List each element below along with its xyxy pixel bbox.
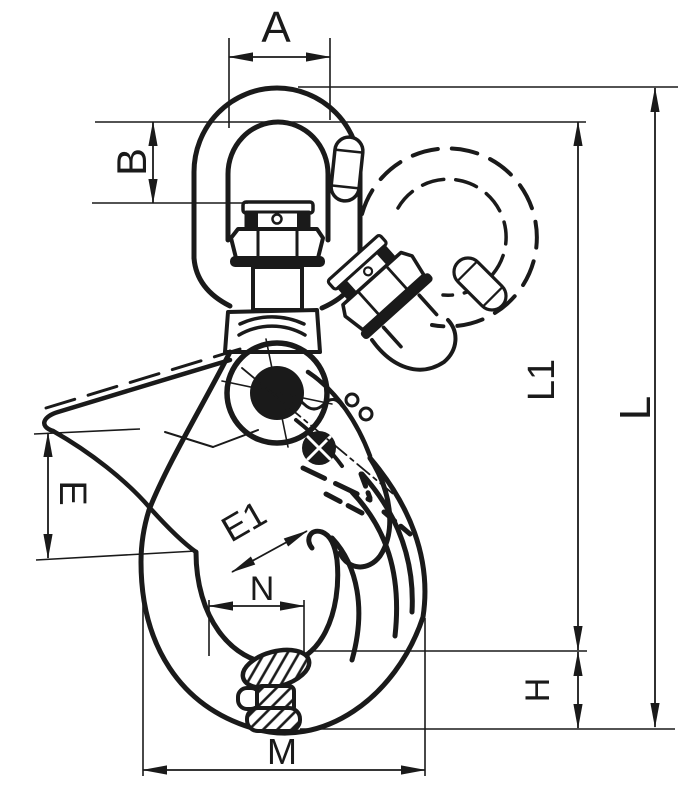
dim-label-b: B xyxy=(108,148,155,176)
dim-label-h: H xyxy=(519,678,557,703)
dim-label-l: L xyxy=(611,396,660,420)
hook-body xyxy=(42,347,428,736)
latch-pivot xyxy=(221,338,333,448)
dim-label-a: A xyxy=(261,3,291,52)
dim-label-e1: E1 xyxy=(214,492,273,550)
hook-part-outlines xyxy=(42,85,539,736)
dimension-labels: A B E E1 N M H L1 L xyxy=(51,3,660,772)
dim-line-e1 xyxy=(231,530,308,573)
ghost-eye-slot xyxy=(452,256,508,312)
dimension-lines xyxy=(43,52,660,775)
ghost-rotated-eye xyxy=(326,146,539,372)
eye-slot xyxy=(329,135,365,203)
dim-label-e: E xyxy=(51,480,93,505)
hex-nut xyxy=(229,200,325,267)
dim-label-n: N xyxy=(250,570,275,608)
dim-label-l1: L1 xyxy=(521,359,563,401)
tip-cross-section xyxy=(236,647,312,733)
shank xyxy=(223,265,322,354)
dimension-system: A B E E1 N M H L1 L xyxy=(33,3,678,776)
dim-label-m: M xyxy=(267,731,297,772)
ghost-hex-nut xyxy=(326,234,439,349)
safety-latch xyxy=(241,367,413,537)
